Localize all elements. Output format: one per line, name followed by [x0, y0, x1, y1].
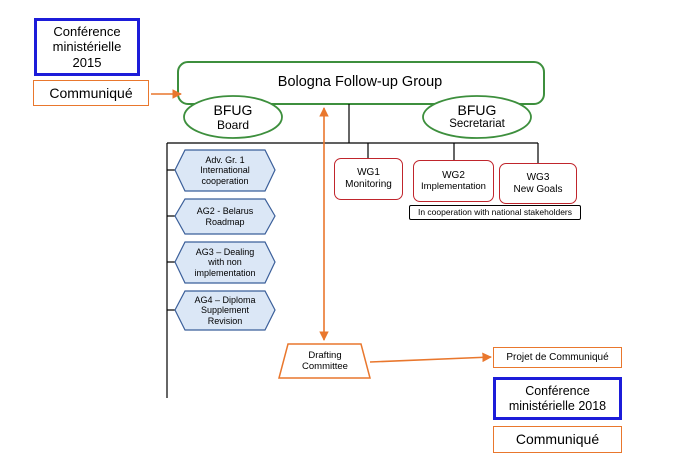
bfug-secretariat-ellipse	[422, 95, 532, 139]
conference-2018-box: Conférence ministérielle 2018	[493, 377, 622, 420]
working-group-1-line2: Monitoring	[345, 179, 392, 190]
stakeholders-note-text: In cooperation with national stakeholder…	[417, 207, 573, 218]
working-group-3: WG3 New Goals	[499, 163, 577, 204]
working-group-2-line2: Implementation	[421, 181, 486, 193]
communique-top-label: Communiqué	[49, 84, 133, 101]
bfug-board-line2: Board	[216, 118, 250, 133]
bfug-board-line1: BFUG	[213, 101, 253, 118]
bfug-title-text: Bologna Follow-up Group	[277, 74, 443, 91]
communique-bottom-label: Communiqué	[515, 431, 600, 448]
advisory-group-1: Adv. Gr. 1 International cooperation	[178, 150, 272, 191]
drafting-committee: Drafting Committee	[284, 344, 366, 378]
advisory-group-2: AG2 - Belarus Roadmap	[178, 199, 272, 234]
advisory-group-1-line1: Adv. Gr. 1	[205, 154, 245, 165]
drafting-committee-line2: Committee	[302, 361, 348, 372]
advisory-group-4-line3: Revision	[207, 315, 243, 326]
advisory-group-3: AG3 – Dealing with non implementation	[178, 242, 272, 283]
working-group-1: WG1 Monitoring	[334, 158, 403, 200]
working-group-2-line1: WG2	[442, 169, 465, 181]
working-group-3-line2: New Goals	[513, 183, 563, 195]
conference-2018-line2: ministérielle 2018	[508, 398, 607, 413]
drafting-committee-line1: Drafting	[308, 349, 342, 361]
bfug-title: Bologna Follow-up Group	[240, 72, 480, 94]
bfug-secretariat-line1: BFUG	[457, 101, 497, 118]
advisory-group-3-line3: implementation	[194, 267, 256, 278]
advisory-group-2-line1: AG2 - Belarus	[196, 205, 254, 216]
advisory-group-1-line2: International	[200, 165, 250, 176]
projet-communique-label: Projet de Communiqué	[506, 351, 609, 363]
working-group-1-line1: WG1	[357, 167, 380, 179]
advisory-group-4-line1: AG4 – Diploma	[194, 294, 256, 305]
conference-2015-line1: Conférence	[53, 24, 121, 39]
advisory-group-2-line2: Roadmap	[205, 216, 245, 227]
communique-bottom-box: Communiqué	[493, 426, 622, 453]
stakeholders-note: In cooperation with national stakeholder…	[409, 205, 581, 220]
bfug-secretariat-line2: Secretariat	[449, 118, 505, 131]
advisory-group-1-line3: cooperation	[201, 175, 249, 186]
drafting-committee-shape	[278, 343, 371, 379]
advisory-group-4-line2: Supplement	[200, 305, 250, 316]
arrow-drafting-to-projet	[369, 352, 492, 363]
advisory-group-shapes	[174, 149, 276, 331]
conference-2015-line2: ministérielle	[52, 39, 122, 55]
conference-2018-line1: Conférence	[525, 383, 590, 398]
conference-2015-line3: 2015	[72, 54, 102, 70]
advisory-group-3-line2: with non	[208, 257, 242, 268]
advisory-group-4: AG4 – Diploma Supplement Revision	[178, 291, 272, 330]
bfug-board: BFUG Board	[184, 96, 282, 138]
bfug-secretariat: BFUG Secretariat	[423, 96, 531, 138]
bfug-box	[177, 61, 545, 105]
advisory-group-3-line1: AG3 – Dealing	[195, 246, 255, 257]
hierarchy-lines	[166, 104, 539, 398]
bfug-board-ellipse	[183, 95, 283, 139]
conference-2015-box: Conférence ministérielle 2015	[34, 18, 140, 76]
communique-top-box: Communiqué	[33, 80, 149, 106]
working-group-2: WG2 Implementation	[413, 160, 494, 202]
working-group-3-line1: WG3	[526, 171, 550, 183]
projet-communique-box: Projet de Communiqué	[493, 347, 622, 368]
